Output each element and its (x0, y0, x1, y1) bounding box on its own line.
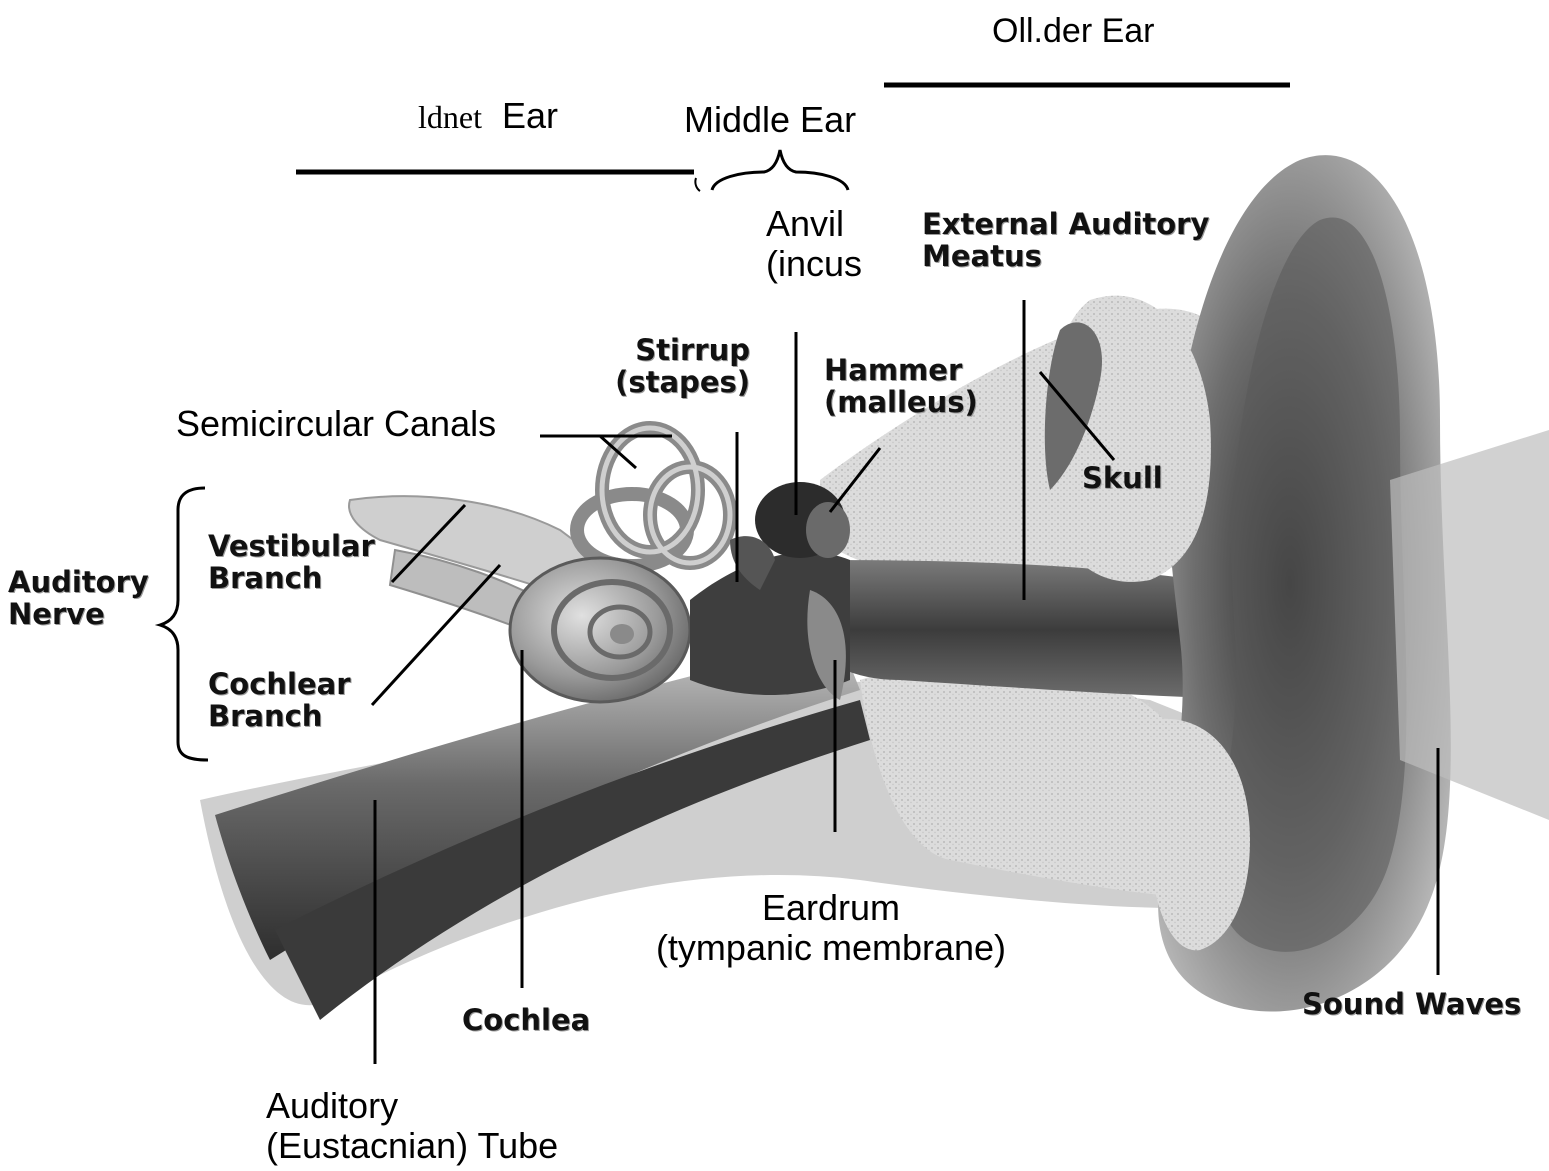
external-meatus-label: External Auditory Meatus (922, 208, 1209, 273)
cochlear-branch-label: Cochlear Branch (208, 668, 351, 733)
anvil-line-2: (incus (766, 244, 862, 284)
cochlea-label: Cochlea (462, 1004, 590, 1036)
auditory-tube-line-1: Auditory (266, 1086, 558, 1126)
middle-ear-label: Middle Ear (684, 100, 856, 140)
vestibular-branch-label: Vestibular Branch (208, 530, 375, 595)
stirrup-line-1: Stirrup (604, 334, 750, 366)
semicircular-canals-label: Semicircular Canals (176, 404, 496, 444)
inner-ear-word-2: Ear (502, 95, 558, 136)
outer-ear-label: Oll.der Ear (992, 12, 1155, 50)
auditory-tube-label: Auditory (Eustacnian) Tube (266, 1086, 558, 1167)
external-meatus-line-2: Meatus (922, 240, 1209, 272)
hammer-line-2: (malleus) (824, 386, 978, 418)
stirrup-label: Stirrup (stapes) (604, 334, 750, 399)
skull-label: Skull (1082, 462, 1163, 494)
auditory-nerve-label: Auditory Nerve (8, 566, 149, 631)
vestibular-line-1: Vestibular (208, 530, 375, 562)
cochlear-line-2: Branch (208, 700, 351, 732)
stirrup-line-2: (stapes) (604, 366, 750, 398)
auditory-nerve-line-2: Nerve (8, 598, 149, 630)
sound-waves-label: Sound Waves (1302, 988, 1521, 1020)
auditory-tube-line-2: (Eustacnian) Tube (266, 1126, 558, 1166)
hammer-label: Hammer (malleus) (824, 354, 978, 419)
external-meatus-line-1: External Auditory (922, 208, 1209, 240)
cochlear-line-1: Cochlear (208, 668, 351, 700)
anvil-line-1: Anvil (766, 204, 862, 244)
eardrum-label: Eardrum (tympanic membrane) (636, 888, 1026, 969)
auditory-nerve-line-1: Auditory (8, 566, 149, 598)
eardrum-line-1: Eardrum (636, 888, 1026, 928)
eardrum-line-2: (tympanic membrane) (636, 928, 1026, 968)
anvil-label: Anvil (incus (766, 204, 862, 285)
vestibular-line-2: Branch (208, 562, 375, 594)
inner-ear-label: ldnet Ear (418, 96, 558, 136)
hammer-line-1: Hammer (824, 354, 978, 386)
inner-ear-word-1: ldnet (418, 99, 482, 135)
